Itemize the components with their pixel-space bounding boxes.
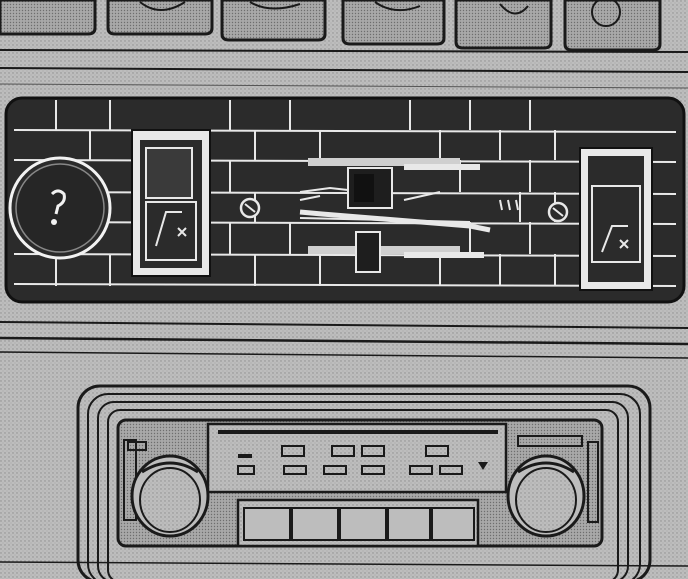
heater-control-panel bbox=[4, 96, 686, 304]
top-button-3[interactable] bbox=[220, 0, 327, 42]
hazard-switch[interactable] bbox=[579, 147, 653, 291]
rear-defrost-switch[interactable] bbox=[131, 129, 211, 277]
radio-display-area bbox=[206, 422, 508, 494]
temperature-slider[interactable] bbox=[299, 158, 519, 273]
radio-unit bbox=[76, 384, 652, 579]
slider-track-bottom bbox=[308, 246, 460, 254]
preset-3-button[interactable] bbox=[339, 507, 387, 541]
screw-left bbox=[239, 197, 261, 219]
top-button-2[interactable] bbox=[106, 0, 214, 36]
tuning-knob[interactable] bbox=[506, 435, 586, 538]
hazard-symbol-icon bbox=[601, 225, 628, 253]
preset-4-button[interactable] bbox=[387, 507, 431, 541]
screw-right bbox=[547, 201, 569, 223]
top-button-5[interactable] bbox=[454, 0, 553, 50]
slider-track-top bbox=[308, 158, 460, 166]
volume-knob[interactable] bbox=[123, 439, 210, 538]
top-button-arcs bbox=[139, 0, 621, 27]
top-button-1[interactable] bbox=[0, 0, 97, 36]
fan-dial[interactable] bbox=[8, 156, 112, 260]
display-marks bbox=[218, 430, 498, 475]
panel-grid bbox=[13, 100, 677, 287]
defrost-symbol-icon bbox=[155, 211, 182, 247]
top-button-4[interactable] bbox=[341, 0, 446, 46]
fan-dial-pointer-icon bbox=[50, 189, 66, 215]
heat-marks-icon bbox=[499, 199, 519, 211]
preset-buttons bbox=[236, 498, 480, 548]
preset-1-button[interactable] bbox=[243, 507, 291, 541]
middle-trim bbox=[0, 321, 688, 359]
preset-2-button[interactable] bbox=[291, 507, 339, 541]
preset-5-button[interactable] bbox=[431, 507, 475, 541]
